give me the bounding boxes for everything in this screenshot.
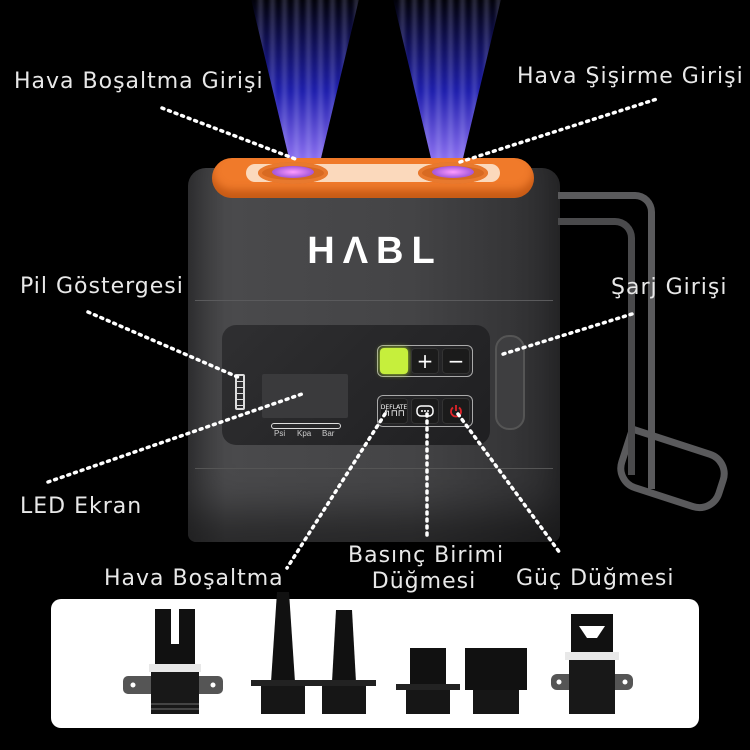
divider [195,300,553,301]
inflate-inlet-port [418,162,488,184]
carry-strap [558,192,655,489]
callout-pressure-unit-line2: Düğmesi [371,569,477,594]
unit-label-kpa: Kpa [297,429,312,438]
carry-strap-inner [558,218,635,475]
brand-logo: HΛBL [307,230,443,272]
battery-indicator-icon [235,374,245,410]
callout-inflate-inlet: Hava Şişirme Girişi [517,64,744,89]
mode-button[interactable] [380,348,408,374]
callout-power-button: Güç Düğmesi [516,566,675,591]
callout-charging-port: Şarj Girişi [611,275,728,300]
power-icon [450,405,462,418]
divider [195,468,553,469]
deflate-icon: ↰⊓⊓ [383,409,405,419]
accessory-valve-adapter-clip [123,604,223,714]
accessories-panel [51,592,699,728]
accessory-nozzle-medium [312,610,376,714]
callout-pressure-unit-line1: Basınç Birimi [348,543,505,568]
callout-deflate-button: Hava Boşaltma [104,566,284,591]
deflate-button[interactable]: DEFLATE↰⊓⊓ [380,398,408,424]
callout-led-display: LED Ekran [20,494,143,519]
led-display [262,374,348,418]
deflate-inlet-port [258,162,328,184]
unit-label-bar: Bar [322,429,335,438]
adjust-button-group: + − [377,345,473,377]
unit-label-psi: Psi [274,429,286,438]
pressure-unit-button[interactable] [411,398,439,424]
power-button[interactable] [442,398,470,424]
top-cap [212,158,534,198]
accessory-valve-adapter-cup [551,614,633,714]
cycle-icon [416,405,434,417]
callout-deflate-inlet: Hava Boşaltma Girişi [14,69,264,94]
charging-port-cover[interactable] [495,335,525,430]
accessory-nozzle-tall [251,592,315,714]
accessory-nozzle-short [396,648,460,714]
accessory-nozzle-wide [465,648,527,714]
minus-button[interactable]: − [442,348,470,374]
callout-pressure-unit-button: Basınç Birimi Düğmesi [348,543,505,595]
deflate-button-label: DEFLATE [380,404,408,411]
function-button-group: DEFLATE↰⊓⊓ [377,395,473,427]
callout-battery-indicator: Pil Göstergesi [20,274,184,299]
unit-indicator-bar [271,423,341,429]
plus-button[interactable]: + [411,348,439,374]
